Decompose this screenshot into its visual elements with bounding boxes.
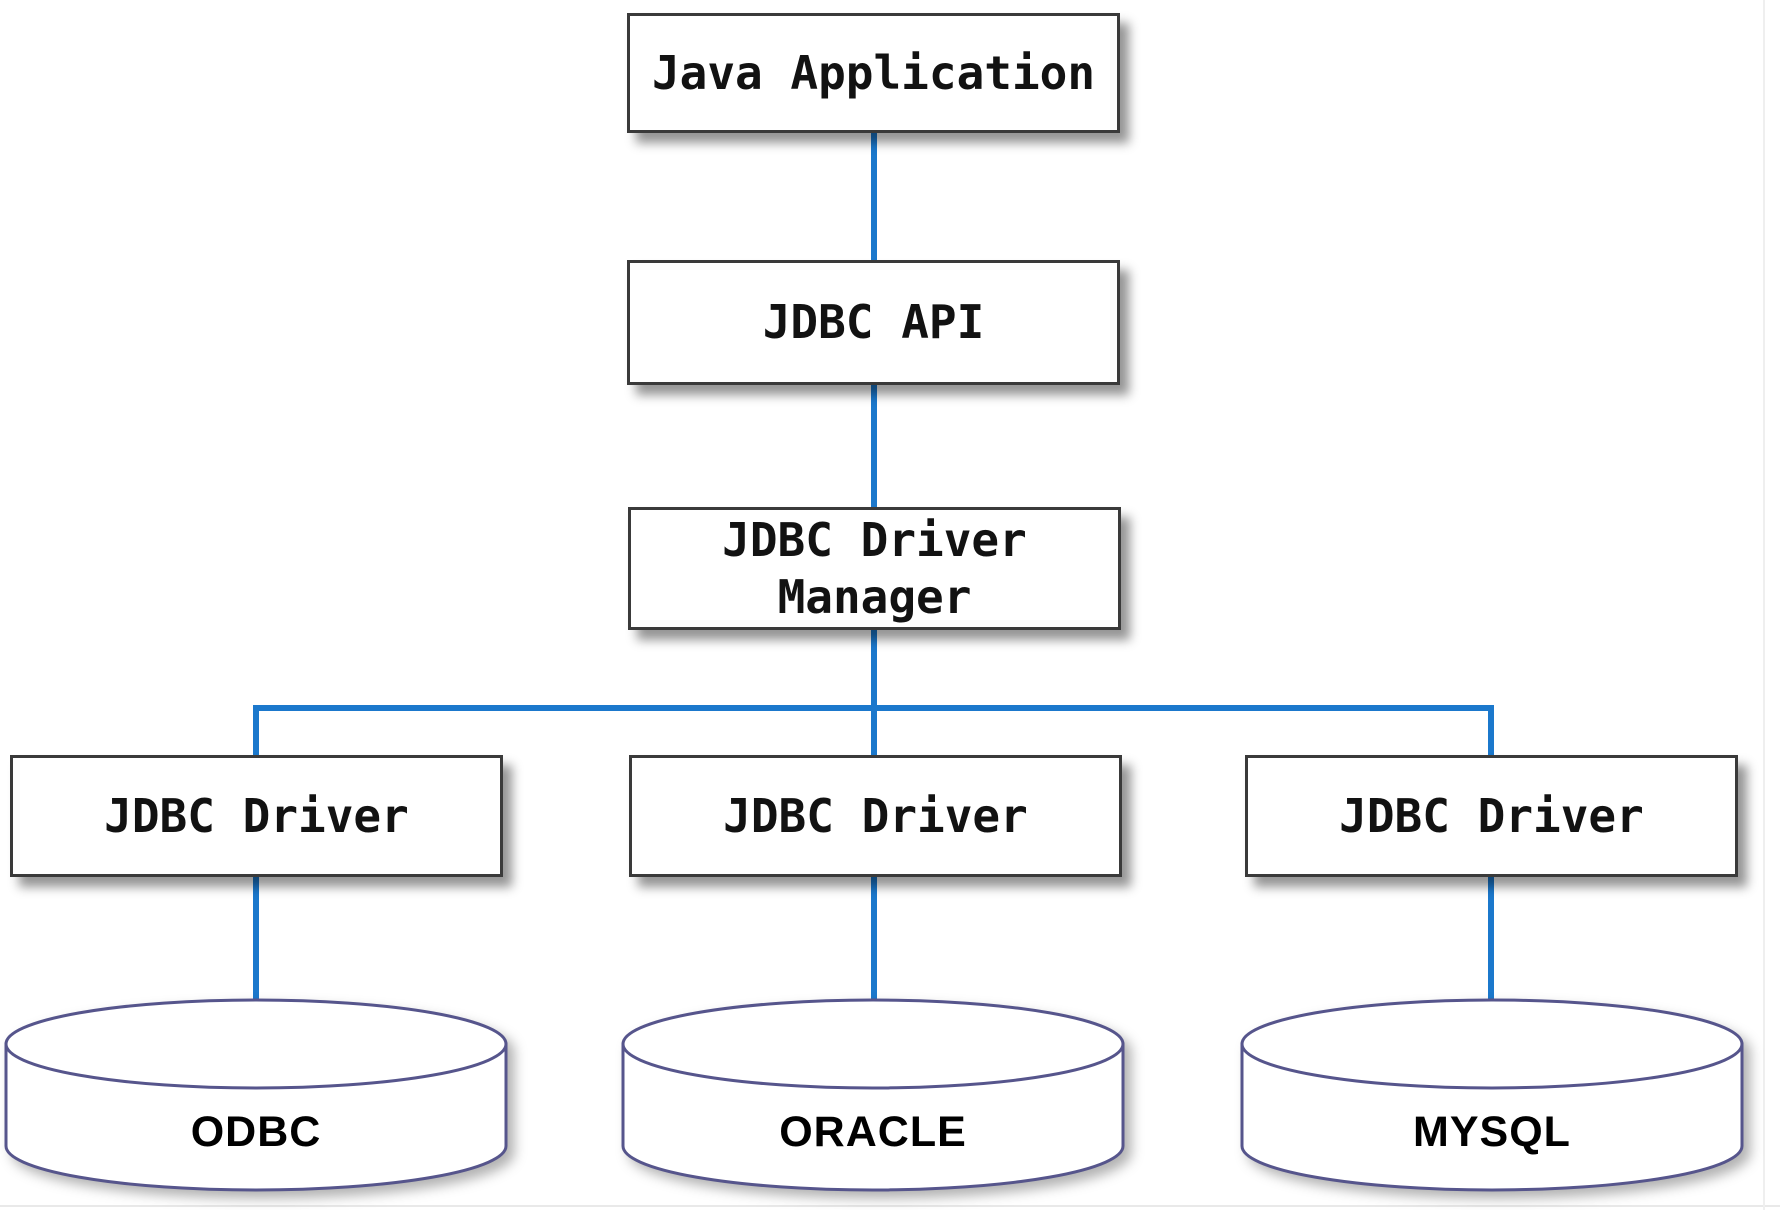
- node-jdbc-driver-center-label: JDBC Driver: [723, 788, 1028, 843]
- database-odbc-label: ODBC: [190, 1108, 322, 1156]
- database-cylinder-icon: [4, 998, 508, 1192]
- canvas-bottom-edge-line: [0, 1205, 1780, 1207]
- connector-branch-to-driver-right: [1488, 705, 1494, 761]
- node-jdbc-driver-left-label: JDBC Driver: [104, 788, 409, 843]
- node-jdbc-driver-manager: JDBC Driver Manager: [628, 507, 1121, 630]
- database-cylinder-icon: [621, 998, 1125, 1192]
- node-java-application: Java Application: [627, 13, 1120, 133]
- node-jdbc-driver-manager-label-line2: Manager: [777, 569, 972, 624]
- connector-driver-center-to-oracle: [871, 871, 877, 1004]
- node-jdbc-driver-right-label: JDBC Driver: [1339, 788, 1644, 843]
- node-jdbc-api: JDBC API: [627, 260, 1120, 385]
- node-jdbc-driver-manager-label-line1: JDBC Driver: [722, 512, 1027, 567]
- connector-driver-right-to-mysql: [1488, 871, 1494, 1004]
- database-mysql: MYSQL: [1240, 998, 1744, 1192]
- database-oracle-label: ORACLE: [779, 1108, 967, 1156]
- connector-driver-left-to-odbc: [253, 871, 259, 1004]
- database-oracle: ORACLE: [621, 998, 1125, 1192]
- node-java-application-label: Java Application: [651, 45, 1096, 100]
- node-jdbc-driver-center: JDBC Driver: [629, 755, 1122, 877]
- connector-api-to-manager: [871, 380, 877, 511]
- connector-manager-to-branch: [871, 624, 877, 761]
- connector-java-to-api: [871, 120, 877, 266]
- connector-branch-to-driver-left: [253, 705, 259, 761]
- canvas-right-edge-line: [1763, 0, 1765, 1210]
- database-odbc: ODBC: [4, 998, 508, 1192]
- database-cylinder-icon: [1240, 998, 1744, 1192]
- node-jdbc-driver-right: JDBC Driver: [1245, 755, 1738, 877]
- database-mysql-label: MYSQL: [1413, 1108, 1571, 1156]
- node-jdbc-driver-left: JDBC Driver: [10, 755, 503, 877]
- node-jdbc-api-label: JDBC API: [762, 295, 985, 349]
- connector-branch-horizontal: [253, 705, 1494, 711]
